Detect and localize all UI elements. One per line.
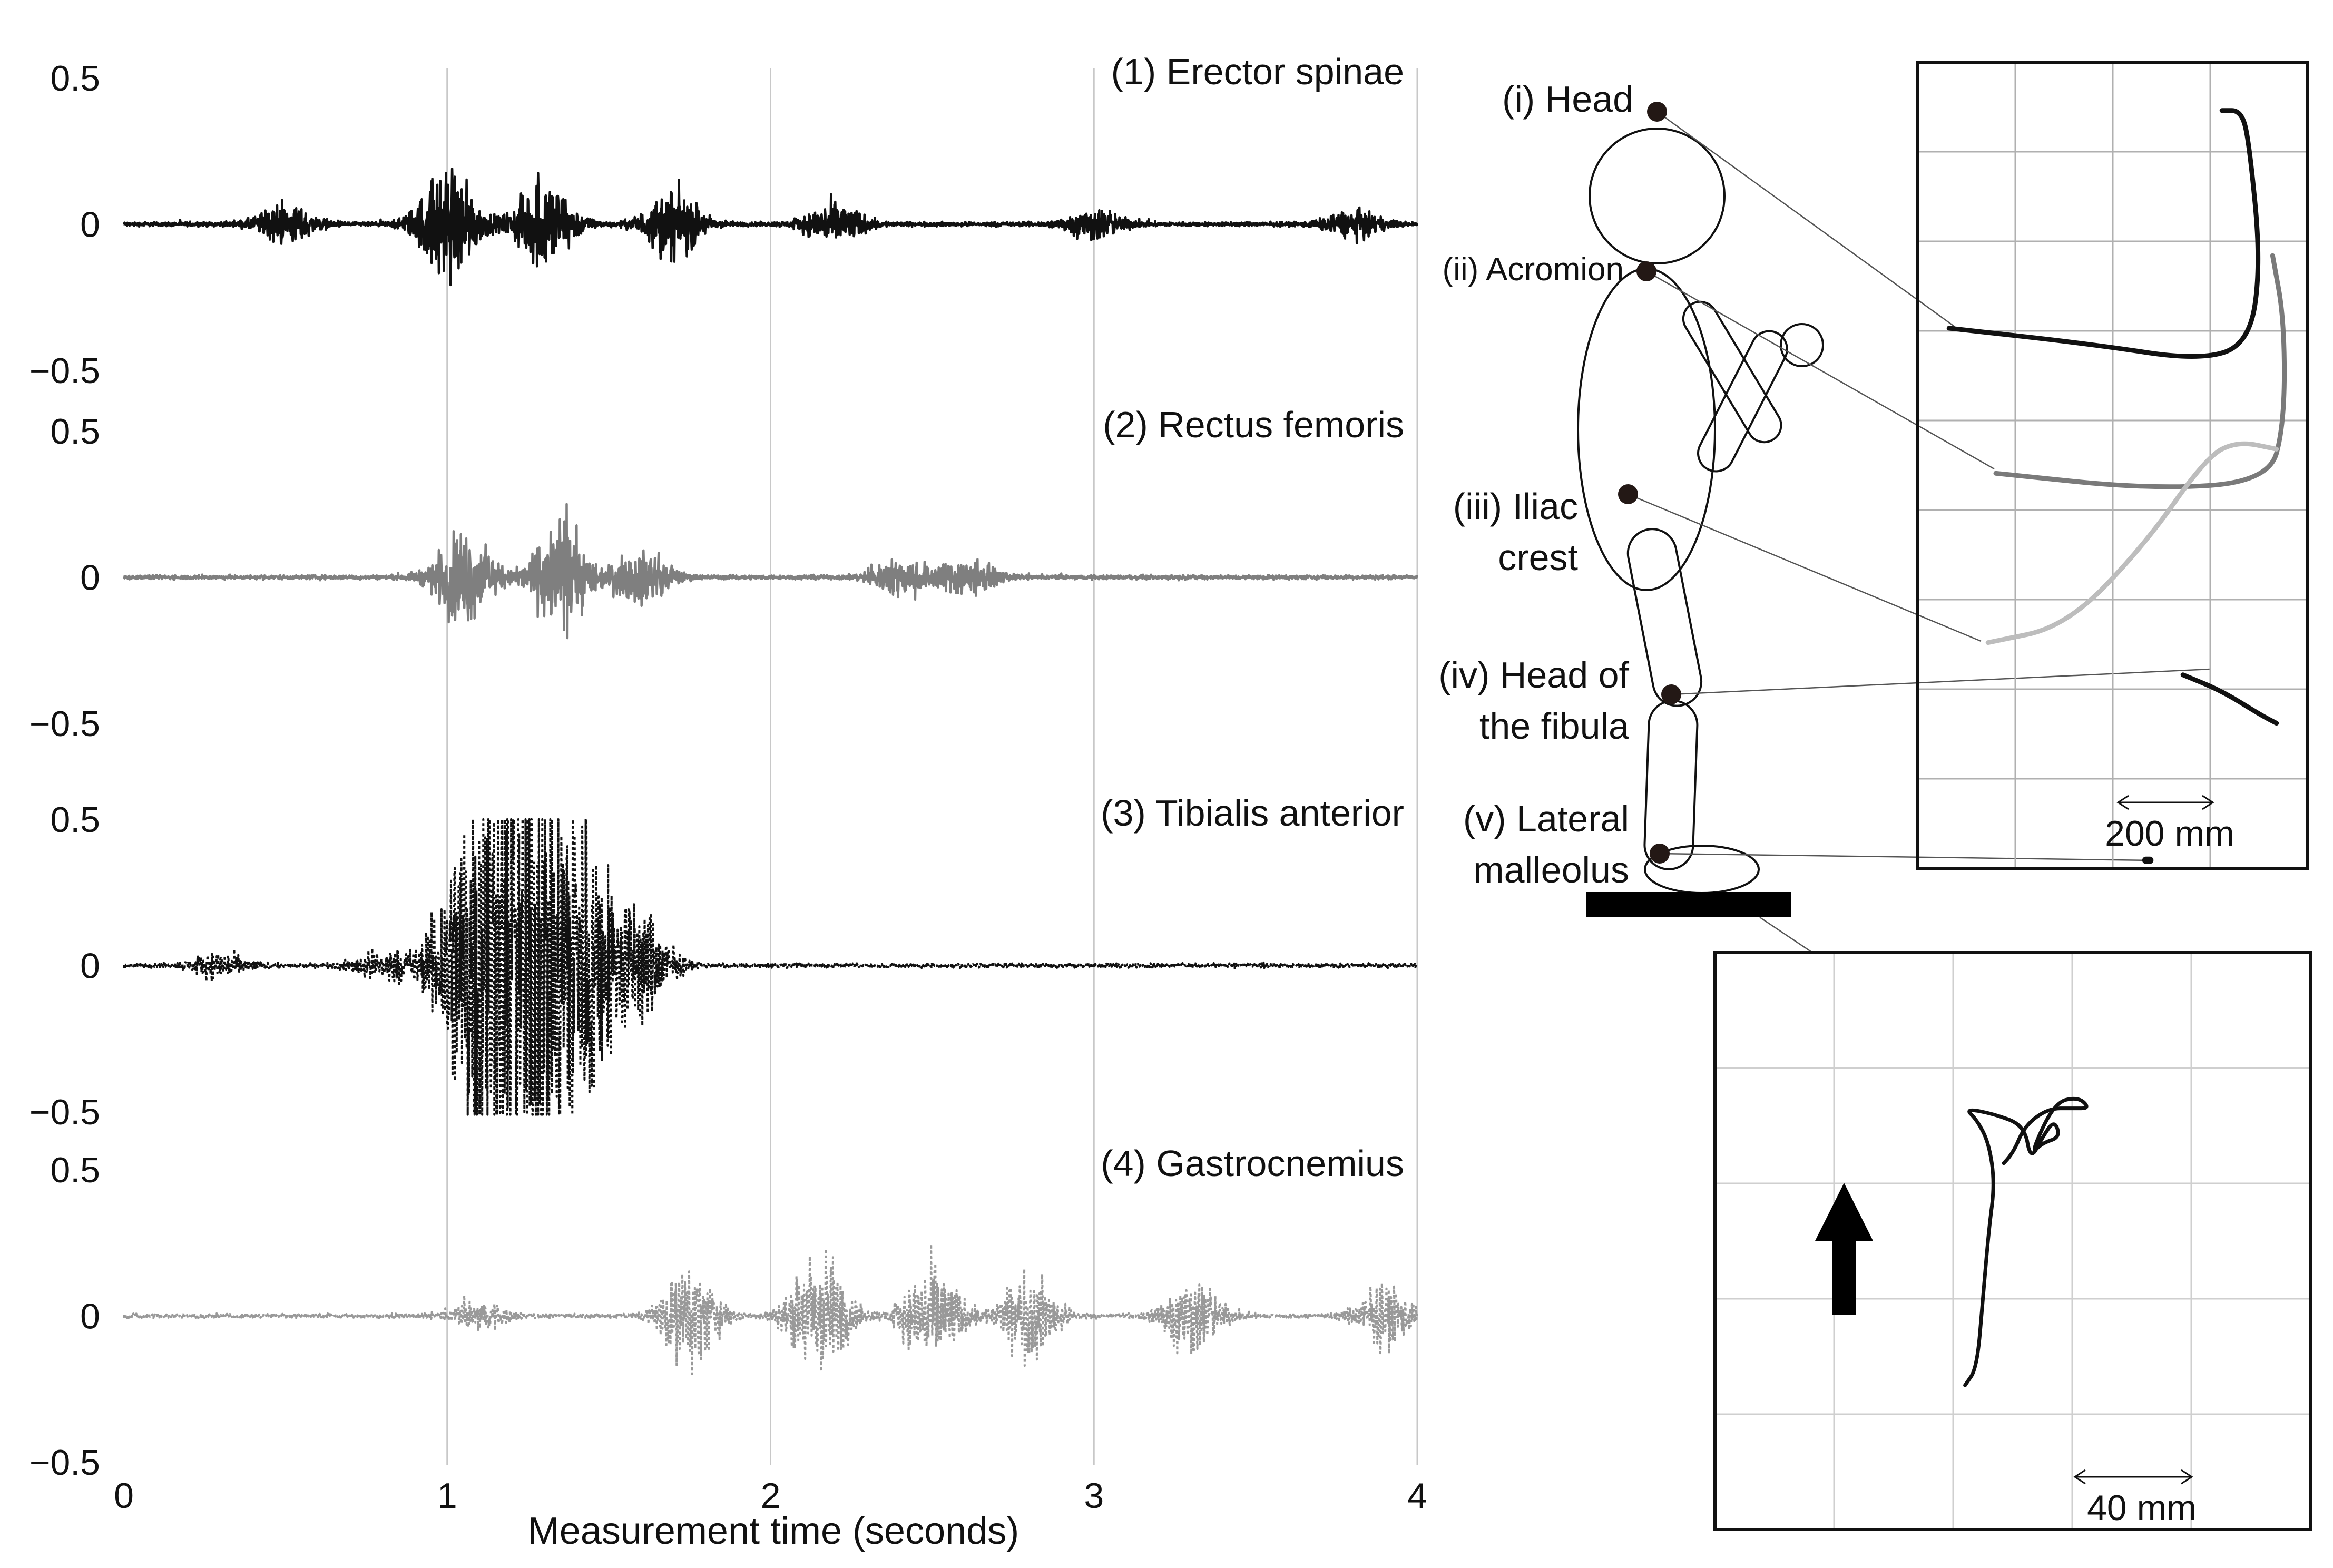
cop-frame [1713, 951, 2312, 1531]
upper-arm-shape [1682, 300, 1782, 444]
trajectory-line-4 [2180, 672, 2279, 726]
emg-gridlines [446, 68, 1418, 1465]
landmark-malleolus-label-1: (v) Lateral [1463, 798, 1629, 839]
landmark-fibula-label-2: the fibula [1479, 705, 1629, 747]
landmarks: (i) Head (ii) Acromion (iii) Iliac crest… [1438, 79, 1681, 890]
up-arrow-icon [1815, 1183, 1873, 1315]
scale-label-200mm: 200 mm [2105, 814, 2234, 854]
cop-grid [1715, 953, 2310, 1530]
y-tick-label: 0.5 [50, 800, 100, 840]
emg-signal-trace [123, 503, 1419, 640]
panel-title: (4) Gastrocnemius [1101, 1143, 1404, 1184]
landmark-iliac-marker [1618, 484, 1638, 504]
y-tick-label: −0.5 [30, 1092, 100, 1132]
landmark-acromion-label: (ii) Acromion [1442, 251, 1624, 288]
trajectory-frame [1916, 61, 2309, 870]
landmark-fibula-marker [1661, 684, 1681, 704]
panel-title: (3) Tibialis anterior [1101, 792, 1404, 834]
x-axis-label: Measurement time (seconds) [528, 1510, 1019, 1552]
x-tick-label: 0 [114, 1476, 134, 1516]
emg-chart: 0.5 0 −0.5 (1) Erector spinae 0.5 0 −0.5 (2) Re… [30, 51, 1427, 1552]
scale-label-40mm: 40 mm [2087, 1488, 2197, 1528]
trajectory-line-3 [1985, 441, 2279, 645]
scale-bar-200mm [2116, 795, 2214, 810]
landmark-fibula-label-1: (iv) Head of [1438, 654, 1629, 695]
trajectory-line-1 [1946, 108, 2261, 359]
landmark-iliac-label-1: (iii) Iliac [1453, 486, 1578, 527]
thigh-shape [1626, 528, 1703, 707]
scale-bar-40mm [2073, 1469, 2193, 1485]
landmark-head-label: (i) Head [1502, 79, 1633, 120]
panel-title: (1) Erector spinae [1111, 51, 1404, 92]
center-of-pressure-panel: 40 mm [1713, 951, 2312, 1531]
trajectory-grid [1918, 62, 2308, 868]
emg-x-ticks: 0 1 2 3 4 [114, 1476, 1427, 1516]
hand-shape [1780, 323, 1824, 367]
trajectory-panel: 200 mm [1916, 61, 2309, 870]
y-tick-label: 0.5 [50, 411, 100, 452]
emg-panels: 0.5 0 −0.5 (1) Erector spinae 0.5 0 −0.5 (2) Re… [30, 51, 1419, 1483]
emg-signal-trace [123, 818, 1418, 1116]
force-plate [1586, 892, 1791, 917]
x-tick-label: 4 [1407, 1476, 1427, 1516]
y-tick-label: 0 [80, 558, 100, 598]
trajectory-series [1946, 108, 2287, 864]
head-shape [1589, 128, 1726, 264]
emg-signal-trace [123, 1243, 1418, 1375]
emg-panel-1: 0.5 0 −0.5 (1) Erector spinae [30, 51, 1419, 391]
y-tick-label: −0.5 [30, 1443, 100, 1483]
cop-trajectory [1963, 1096, 2089, 1387]
y-tick-label: −0.5 [30, 704, 100, 744]
cop-line [1963, 1096, 2089, 1387]
emg-panel-3: 0.5 0 −0.5 (3) Tibialis anterior [30, 792, 1418, 1132]
y-tick-label: −0.5 [30, 351, 100, 391]
emg-signal-trace [123, 167, 1419, 287]
landmark-head-marker [1647, 102, 1667, 122]
y-tick-label: 0.5 [50, 1150, 100, 1190]
y-tick-label: 0 [80, 205, 100, 245]
y-tick-label: 0 [80, 1297, 100, 1337]
emg-panel-2: 0.5 0 −0.5 (2) Rectus femoris [30, 404, 1419, 744]
x-tick-label: 1 [437, 1476, 457, 1516]
x-tick-label: 2 [761, 1476, 781, 1516]
landmark-malleolus-marker [1650, 844, 1670, 864]
panel-title: (2) Rectus femoris [1103, 404, 1404, 445]
trajectory-line-2 [1993, 253, 2287, 489]
body-figure [1577, 128, 1824, 917]
landmark-malleolus-label-2: malleolus [1473, 849, 1629, 890]
torso-shape [1577, 268, 1716, 591]
emg-panel-4: 0.5 0 −0.5 (4) Gastrocnemius [30, 1143, 1418, 1483]
y-tick-label: 0.5 [50, 58, 100, 99]
x-tick-label: 3 [1084, 1476, 1104, 1516]
landmark-iliac-label-2: crest [1498, 537, 1578, 578]
shank-shape [1643, 699, 1699, 870]
forearm-shape [1697, 330, 1788, 473]
connector-lines [1628, 111, 2211, 954]
y-tick-label: 0 [80, 946, 100, 986]
landmark-acromion-marker [1636, 261, 1656, 281]
